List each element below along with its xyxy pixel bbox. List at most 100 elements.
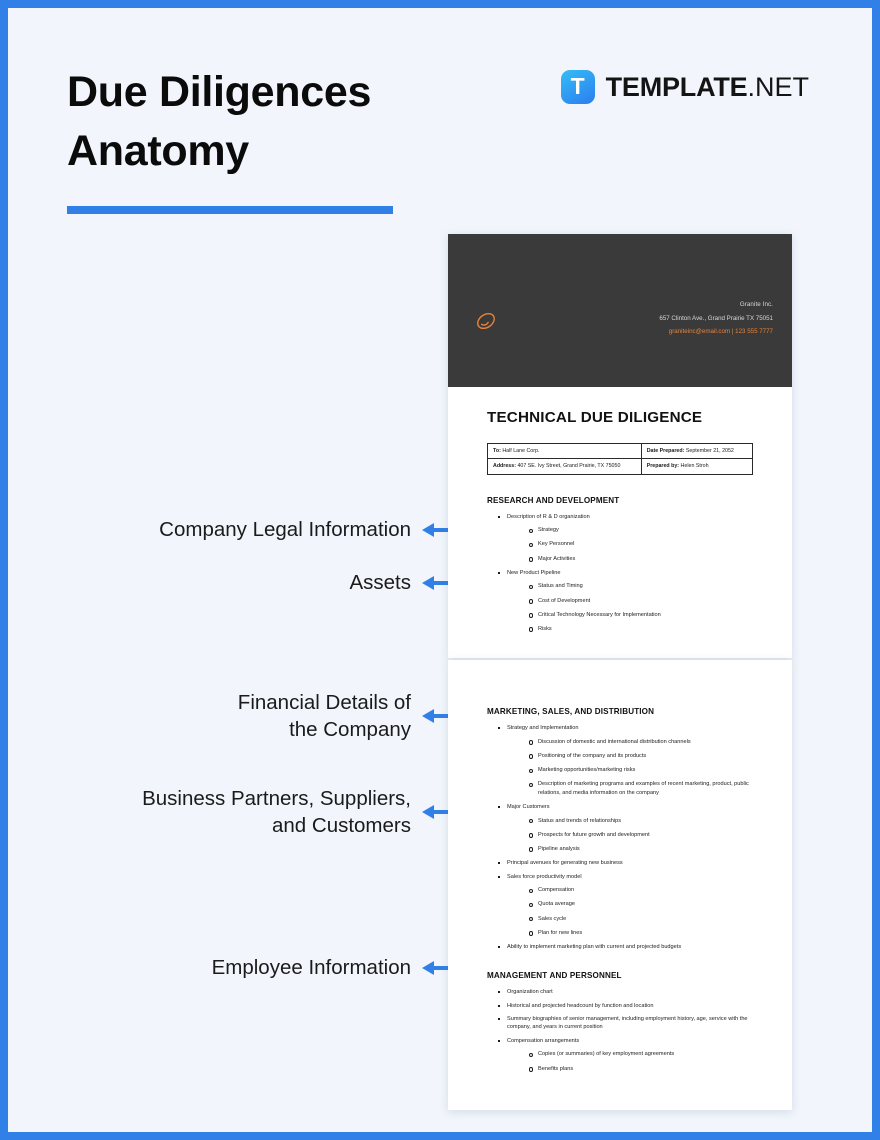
document-page-1: Granite Inc. 657 Clinton Ave., Grand Pra…	[448, 234, 792, 658]
annotation-label: Assets	[349, 571, 411, 595]
list-item: Summary biographies of senior management…	[496, 1015, 753, 1031]
list-item: Major Customers Status and trends of rel…	[496, 803, 753, 854]
section-list: Description of R & D organization Strate…	[496, 513, 753, 634]
annotation-label: Business Partners, Suppliers, and Custom…	[142, 786, 411, 837]
page-canvas: Due Diligences Anatomy T TEMPLATE.NET Co…	[8, 8, 872, 1132]
document-page-2: MARKETING, SALES, AND DISTRIBUTION Strat…	[448, 660, 792, 1110]
list-item-text: Compensation arrangements	[507, 1037, 580, 1044]
list-item: Compensation arrangements Copies (or sum…	[496, 1037, 753, 1073]
section-sublist: Status and Timing Cost of Development Cr…	[527, 582, 753, 633]
annotation-assets: Assets	[48, 568, 488, 598]
list-item-text: Description of R & D organization	[507, 513, 590, 520]
brand-mark-letter: T	[570, 72, 585, 99]
info-cell-to: To: Half Lane Corp.	[487, 442, 642, 460]
list-item: Status and Timing	[527, 582, 753, 591]
document-info-table: To: Half Lane Corp. Date Prepared: Septe…	[487, 442, 754, 475]
list-item: Major Activities	[527, 555, 753, 564]
list-item: Status and trends of relationships	[527, 817, 753, 826]
section-sublist: Copies (or summaries) of key employment …	[527, 1050, 753, 1073]
info-value-prepared-by: Helen Stroh	[679, 463, 709, 470]
list-item: Sales cycle	[527, 915, 753, 924]
table-row: Address: 407 SE. Ivy Street, Grand Prair…	[487, 458, 754, 475]
brand-name-bold: TEMPLATE	[605, 71, 748, 102]
list-item: Key Personnel	[527, 540, 753, 549]
list-item-text: New Product Pipeline	[507, 569, 561, 576]
list-item-text: Strategy and Implementation	[507, 725, 579, 731]
section-list: Strategy and Implementation Discussion o…	[496, 724, 753, 951]
list-item: Strategy	[527, 526, 753, 535]
list-item: Discussion of domestic and international…	[527, 738, 753, 747]
info-cell-address: Address: 407 SE. Ivy Street, Grand Prair…	[487, 458, 642, 475]
list-item: Historical and projected headcount by fu…	[496, 1002, 753, 1010]
list-item: Description of R & D organization Strate…	[496, 513, 753, 564]
list-item: Ability to implement marketing plan with…	[496, 943, 753, 951]
info-cell-prepared-by: Prepared by: Helen Stroh	[640, 458, 754, 475]
list-item: Description of marketing programs and ex…	[527, 780, 753, 797]
list-item: Cost of Development	[527, 597, 753, 606]
brand-logo: T TEMPLATE.NET	[560, 70, 809, 104]
list-item: Pipeline analysis	[527, 845, 753, 854]
list-item: Sales force productivity model Compensat…	[496, 873, 753, 938]
section-research-and-development: RESEARCH AND DEVELOPMENT Description of …	[487, 496, 753, 634]
list-item: Quota average	[527, 900, 753, 909]
annotation-financial-details: Financial Details of the Company	[48, 688, 488, 744]
list-item: Organization chart	[496, 988, 753, 996]
info-value-to: Half Lane Corp.	[500, 448, 540, 454]
annotation-label: Financial Details of the Company	[237, 690, 411, 741]
letterhead-contact: graniteinc@email.com | 123 555 7777	[668, 328, 773, 335]
brand-name-light: .NET	[747, 71, 809, 102]
page-title: Due Diligences Anatomy	[67, 68, 372, 176]
document-body-page-2: MARKETING, SALES, AND DISTRIBUTION Strat…	[448, 660, 792, 1073]
list-item: Critical Technology Necessary for Implem…	[527, 611, 753, 620]
annotation-label: Company Legal Information	[159, 518, 411, 542]
section-management-and-personnel: MANAGEMENT AND PERSONNEL Organization ch…	[487, 971, 753, 1073]
arrow-head-icon	[422, 709, 434, 723]
list-item: Positioning of the company and its produ…	[527, 752, 753, 761]
info-label-to: To:	[493, 448, 501, 454]
section-sublist: Discussion of domestic and international…	[527, 738, 753, 798]
list-item: Compensation	[527, 886, 753, 895]
granite-swirl-logo-icon	[477, 312, 495, 330]
document-title: TECHNICAL DUE DILIGENCE	[487, 409, 703, 426]
info-cell-date: Date Prepared: September 21, 2052	[640, 442, 754, 460]
list-item: Principal avenues for generating new bus…	[496, 859, 753, 867]
list-item: Strategy and Implementation Discussion o…	[496, 724, 753, 797]
info-value-address: 407 SE. Ivy Street, Grand Prairie, TX 75…	[515, 463, 621, 470]
list-item: Marketing opportunities/marketing risks	[527, 766, 753, 775]
info-label-prepared-by: Prepared by:	[646, 463, 680, 470]
list-item: Benefits plans	[527, 1065, 753, 1074]
section-sublist: Status and trends of relationships Prosp…	[527, 817, 753, 854]
title-underline-rule	[67, 206, 393, 214]
annotation-company-legal-information: Company Legal Information	[48, 515, 488, 545]
arrow-head-icon	[422, 805, 434, 819]
letterhead-company-name: Granite Inc.	[739, 301, 773, 308]
arrow-head-icon	[422, 523, 434, 537]
section-heading: MARKETING, SALES, AND DISTRIBUTION	[487, 707, 655, 716]
template-logo-icon: T	[560, 70, 595, 104]
arrow-head-icon	[422, 961, 434, 975]
document-letterhead: Granite Inc. 657 Clinton Ave., Grand Pra…	[448, 234, 792, 387]
annotation-business-partners: Business Partners, Suppliers, and Custom…	[48, 784, 488, 840]
section-list: Organization chart Historical and projec…	[496, 988, 753, 1073]
section-sublist: Compensation Quota average Sales cycle P…	[527, 886, 753, 937]
annotation-label: Employee Information	[211, 956, 411, 980]
brand-wordmark: TEMPLATE.NET	[605, 71, 809, 102]
list-item-text: Major Customers	[507, 803, 550, 810]
list-item-text: Sales force productivity model	[507, 873, 582, 880]
section-heading: MANAGEMENT AND PERSONNEL	[487, 970, 622, 980]
section-marketing-sales-distribution: MARKETING, SALES, AND DISTRIBUTION Strat…	[487, 707, 753, 951]
info-label-address: Address:	[493, 463, 516, 470]
document-body-page-1: TECHNICAL DUE DILIGENCE To: Half Lane Co…	[448, 387, 792, 634]
section-sublist: Strategy Key Personnel Major Activities	[527, 526, 753, 563]
letterhead-address: 657 Clinton Ave., Grand Prairie TX 75051	[659, 314, 773, 322]
info-value-date: September 21, 2052	[684, 448, 734, 454]
list-item: Prospects for future growth and developm…	[527, 831, 753, 840]
section-heading: RESEARCH AND DEVELOPMENT	[487, 495, 620, 505]
list-item: New Product Pipeline Status and Timing C…	[496, 569, 753, 634]
arrow-head-icon	[422, 576, 434, 590]
letterhead-contact-block: Granite Inc. 657 Clinton Ave., Grand Pra…	[659, 301, 773, 336]
list-item: Plan for new lines	[527, 929, 753, 938]
info-label-date: Date Prepared:	[646, 448, 685, 454]
table-row: To: Half Lane Corp. Date Prepared: Septe…	[487, 442, 754, 460]
